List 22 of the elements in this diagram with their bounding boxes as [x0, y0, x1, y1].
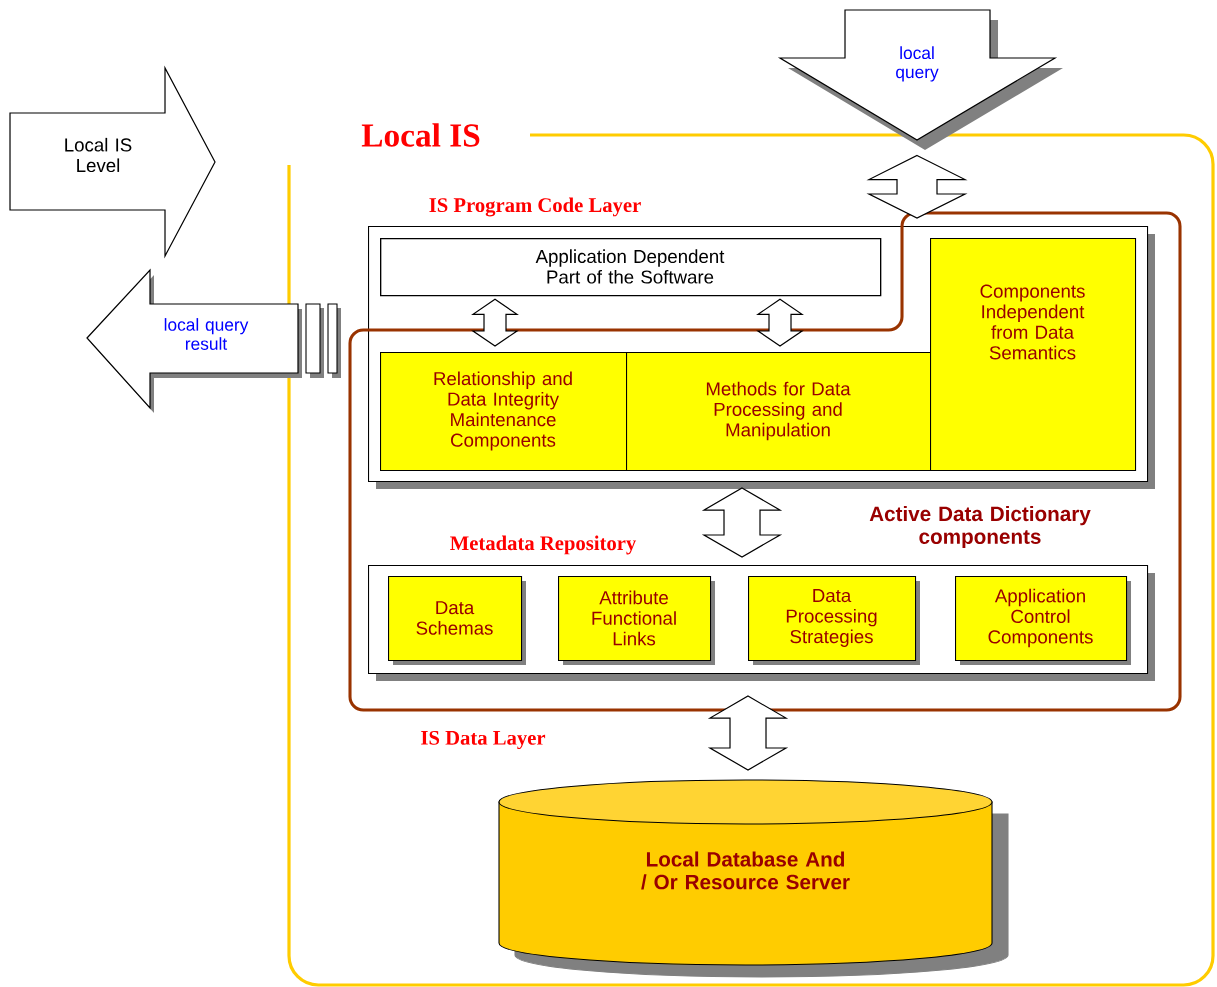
layer-heading: IS Data Layer — [421, 730, 546, 750]
double-arrow — [471, 298, 519, 347]
component-box: Relationship and Data Integrity Maintenance Components — [380, 352, 628, 472]
panel-heading: Metadata Repository — [450, 535, 637, 555]
component-box: Data Processing Strategies — [748, 576, 920, 665]
region-label: Active Data Dictionary components — [869, 506, 1091, 548]
pointer-box: local query — [777, 9, 1063, 150]
pointer-box: Local IS Level — [9, 65, 216, 259]
pointer-box: local query result — [86, 268, 341, 413]
component-box: Application Dependent Part of the Software — [380, 238, 882, 297]
component-box: Components Independent from Data Semantics — [930, 238, 1137, 472]
double-arrow — [707, 695, 789, 771]
database-cylinder: Local Database And / Or Resource Server — [498, 779, 1009, 978]
panel-heading: IS Program Code Layer — [429, 197, 641, 217]
double-arrow — [756, 298, 804, 347]
frame-title: Local IS — [361, 123, 480, 147]
double-arrow — [866, 154, 968, 219]
double-arrow — [701, 487, 783, 558]
component-box: Data Schemas — [388, 576, 526, 665]
component-box: Application Control Components — [955, 576, 1131, 665]
component-box: Attribute Functional Links — [558, 576, 715, 665]
component-box: Methods for Data Processing and Manipulation — [626, 352, 932, 472]
